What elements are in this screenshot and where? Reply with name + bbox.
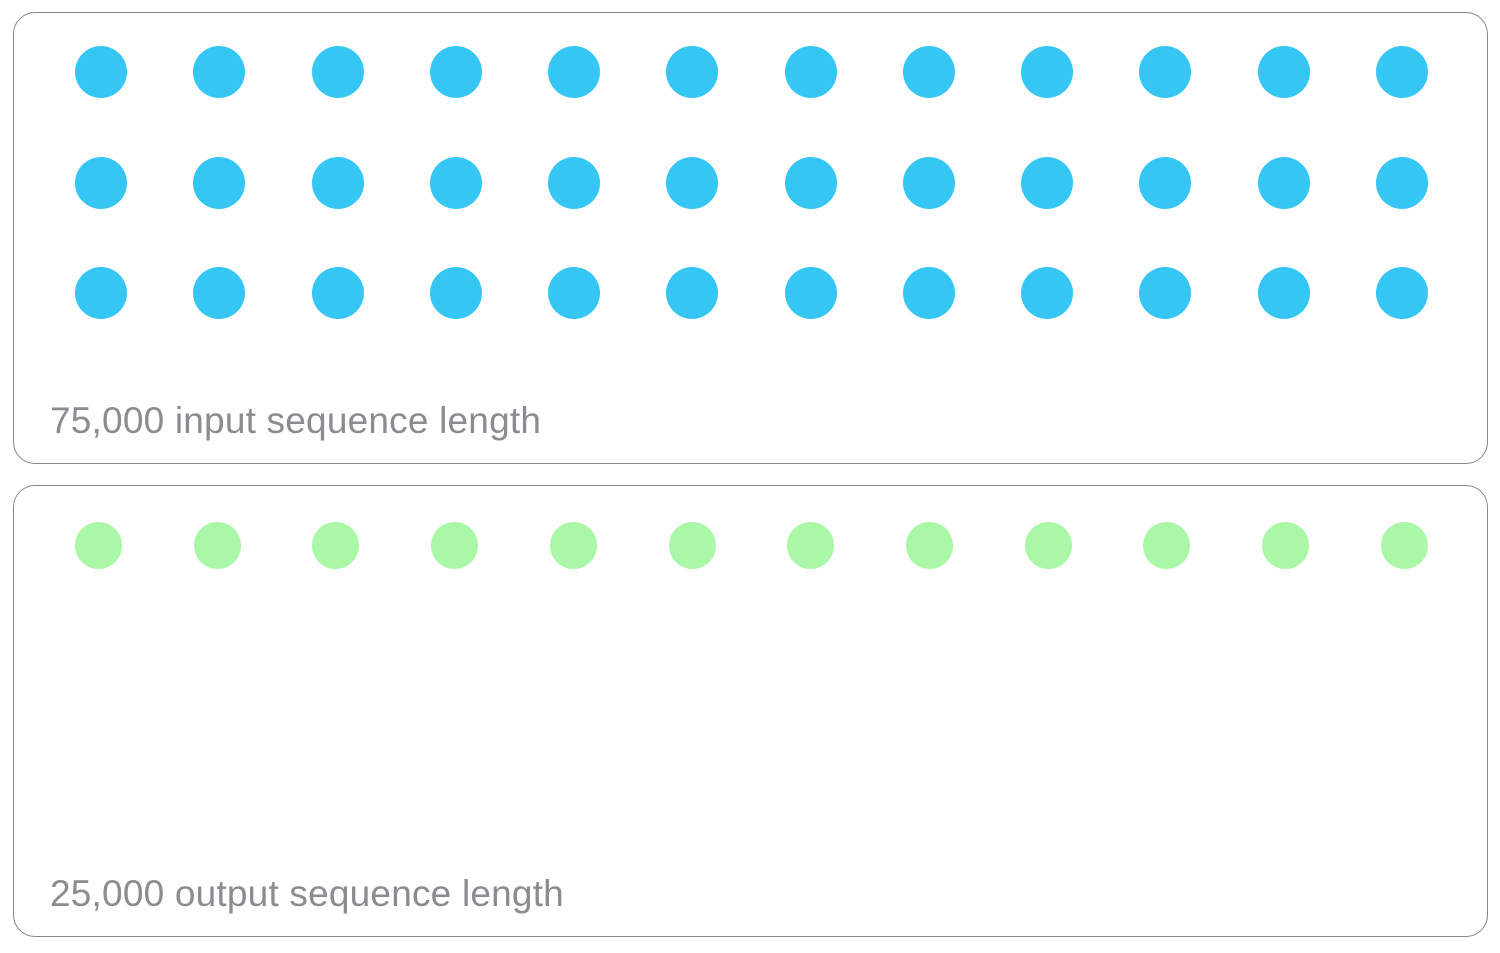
input-token-dot [311, 157, 364, 209]
input-token-dot [429, 157, 482, 209]
input-token-dot [1375, 46, 1428, 98]
input-token-dot [1375, 267, 1428, 319]
input-token-dot [1021, 267, 1074, 319]
input-token-dot [193, 267, 246, 319]
output-token-dot [1262, 521, 1310, 569]
input-token-dot [75, 267, 127, 319]
output-token-dot [431, 521, 479, 569]
input-token-dot [666, 157, 719, 209]
input-sequence-card: 75,000 input sequence length [13, 12, 1488, 464]
input-token-dot [75, 157, 127, 209]
input-token-dot [193, 157, 246, 209]
output-token-dot [787, 521, 835, 569]
input-dot-row-3 [75, 267, 1428, 319]
output-dot-row-1 [75, 519, 1428, 571]
input-sequence-label: 75,000 input sequence length [50, 400, 542, 441]
input-token-dot [1257, 46, 1310, 98]
input-token-dot [75, 46, 127, 98]
input-token-dot [1139, 267, 1192, 319]
input-token-dot [1257, 267, 1310, 319]
output-token-dot [312, 521, 360, 569]
output-token-dot [75, 521, 122, 569]
output-token-dot [1024, 521, 1072, 569]
input-token-dot [1257, 157, 1310, 209]
input-dot-row-1 [75, 46, 1428, 98]
output-token-dot [1380, 521, 1428, 569]
input-token-dot [1021, 46, 1074, 98]
input-token-dot [1139, 157, 1192, 209]
input-token-dot [193, 46, 246, 98]
output-sequence-card: 25,000 output sequence length [13, 485, 1488, 937]
output-token-dot [549, 521, 597, 569]
input-token-dot [784, 157, 837, 209]
input-token-dot [784, 46, 837, 98]
input-token-dot [429, 46, 482, 98]
input-token-dot [548, 157, 601, 209]
output-token-dot [668, 521, 716, 569]
input-token-dot [548, 267, 601, 319]
output-token-dot [193, 521, 241, 569]
input-token-dot [902, 46, 955, 98]
input-token-dot [784, 267, 837, 319]
input-token-dot [1021, 157, 1074, 209]
input-token-dot [311, 267, 364, 319]
input-token-dot [1139, 46, 1192, 98]
input-token-dot [548, 46, 601, 98]
input-token-dot [666, 267, 719, 319]
output-token-dot [906, 521, 954, 569]
output-sequence-label: 25,000 output sequence length [50, 873, 564, 914]
input-token-dot [429, 267, 482, 319]
input-dot-row-2 [75, 157, 1428, 209]
input-token-dot [902, 157, 955, 209]
output-token-dot [1143, 521, 1191, 569]
input-token-dot [311, 46, 364, 98]
input-token-dot [666, 46, 719, 98]
input-token-dot [1375, 157, 1428, 209]
input-token-dot [902, 267, 955, 319]
